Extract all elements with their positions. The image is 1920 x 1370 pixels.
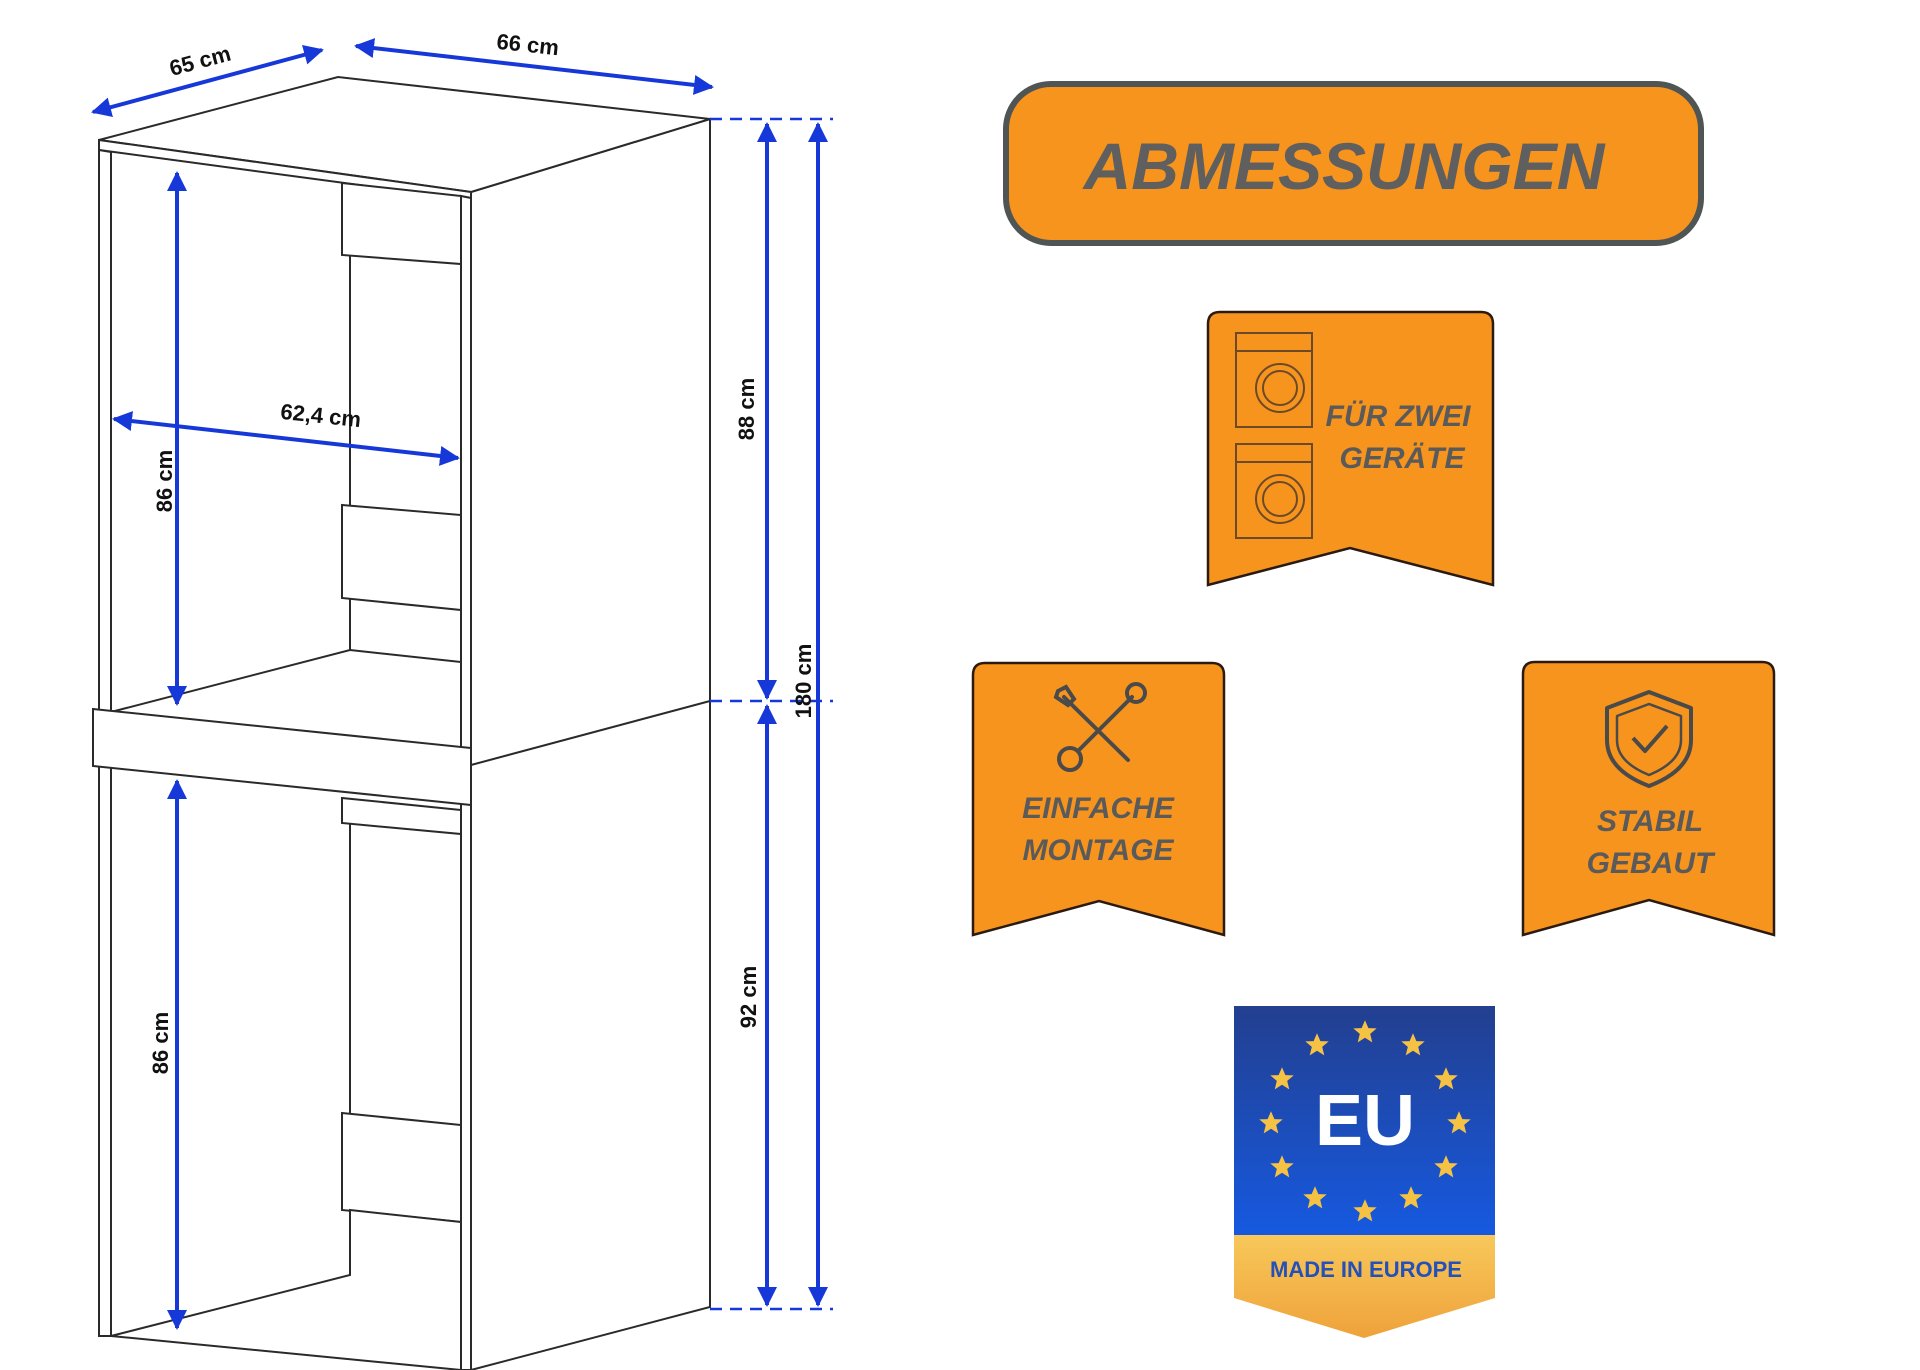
badge-line2: GEBAUT	[1587, 847, 1716, 880]
upper-inner-height-label: 86 cm	[152, 450, 177, 512]
made-in-europe-label: MADE IN EUROPE	[1270, 1257, 1462, 1282]
badge-line1: EINFACHE	[1022, 792, 1175, 825]
back-rail	[341, 503, 462, 612]
badge-line2: MONTAGE	[1022, 834, 1174, 867]
badge-easy-assembly: EINFACHE MONTAGE	[971, 661, 1226, 937]
back-rail	[341, 796, 462, 836]
depth-arrow	[91, 45, 324, 117]
cabinet-drawing	[92, 75, 711, 1370]
tools-icon	[1053, 682, 1147, 772]
right-side-panel	[470, 117, 711, 1370]
badge-stable-build: STABIL GEBAUT	[1521, 660, 1776, 937]
width-arrow	[354, 38, 714, 95]
title-banner: ABMESSUNGEN	[1003, 81, 1704, 246]
page-title: ABMESSUNGEN	[1082, 129, 1606, 203]
upper-height-label: 88 cm	[734, 378, 759, 440]
middle-shelf-front	[92, 707, 472, 807]
washing-machines-icon	[1235, 332, 1313, 539]
back-rail	[341, 181, 462, 266]
back-rail	[341, 1111, 462, 1224]
badge-line1: STABIL	[1597, 805, 1703, 838]
lower-inner-height-label: 86 cm	[148, 1012, 173, 1074]
badge-line2: GERÄTE	[1339, 442, 1465, 475]
made-in-europe-badge: EU MADE IN EUROPE	[1234, 1006, 1495, 1338]
shield-check-icon	[1605, 690, 1693, 788]
badge-line1: FÜR ZWEI	[1326, 400, 1472, 433]
total-height-label: 180 cm	[791, 644, 816, 719]
width-label: 66 cm	[495, 29, 560, 60]
lower-height-label: 92 cm	[736, 966, 761, 1028]
bottom-floor	[110, 1208, 462, 1370]
eu-logo-text: EU	[1315, 1081, 1415, 1161]
badge-two-appliances: FÜR ZWEI GERÄTE	[1206, 310, 1495, 587]
